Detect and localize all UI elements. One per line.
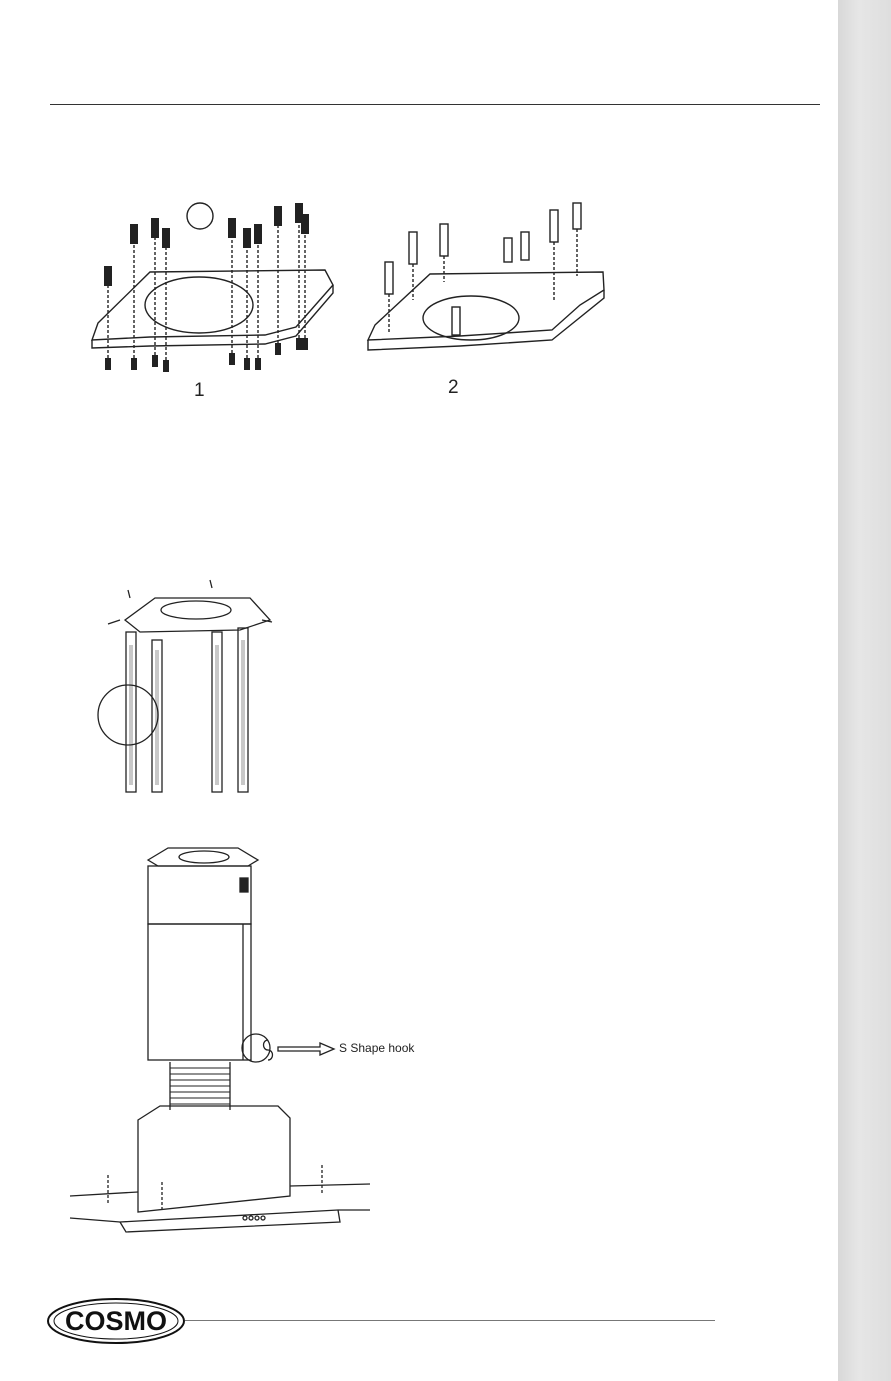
logo-text: COSMO xyxy=(46,1297,186,1345)
footer-rule xyxy=(185,1320,715,1321)
s-shape-hook-label: S Shape hook xyxy=(339,1041,414,1055)
cosmo-logo: COSMO xyxy=(46,1297,186,1345)
hook-arrow-icon xyxy=(278,1043,334,1055)
